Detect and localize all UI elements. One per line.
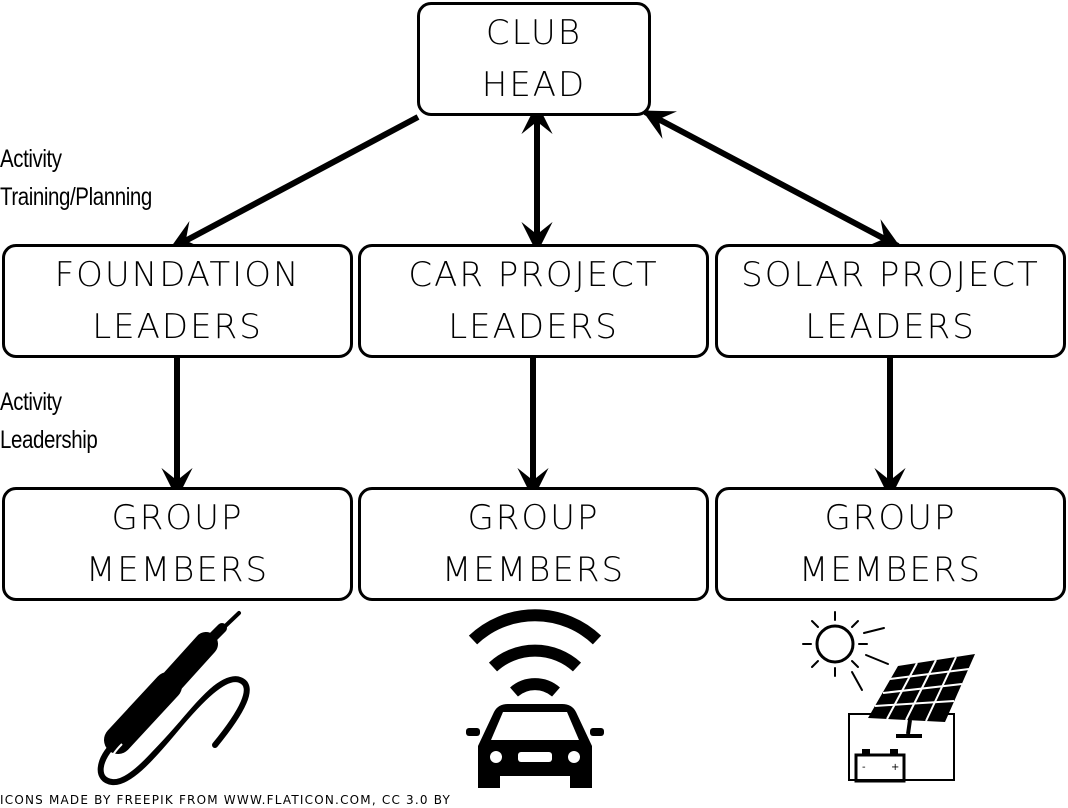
side-label-top-line1: Activity [0, 145, 62, 173]
node-members-solar-line2: MEMBERS [798, 550, 983, 590]
svg-text:+: + [891, 762, 899, 773]
arrow-head-to-foundation [169, 114, 420, 251]
side-label-middle-line2: Leadership [0, 426, 98, 454]
node-members-car-line2: MEMBERS [441, 550, 626, 590]
node-foundation-line1: FOUNDATION [54, 255, 301, 295]
node-car-project-line1: CAR PROJECT [408, 255, 659, 295]
connected-car-icon [466, 609, 604, 788]
node-members-solar-line1: GROUP [824, 498, 957, 538]
node-members-foundation-line2: MEMBERS [85, 550, 270, 590]
node-car-project-leaders: CAR PROJECT LEADERS [358, 244, 709, 358]
node-club-head: CLUB HEAD [417, 2, 651, 116]
side-label-training-planning: Activity Training/Planning [0, 140, 152, 216]
icon-credit: Icons made by Freepik from www.flaticon.… [0, 793, 452, 807]
node-club-head-line1: CLUB [485, 13, 583, 53]
node-group-members-solar: GROUP MEMBERS [715, 487, 1066, 601]
side-label-leadership: Activity Leadership [0, 383, 98, 459]
node-club-head-line2: HEAD [481, 65, 587, 105]
soldering-iron-icon [97, 611, 250, 786]
node-members-foundation-line1: GROUP [111, 498, 244, 538]
node-solar-project-line2: LEADERS [805, 307, 976, 347]
solar-panel-icon: - + [802, 611, 975, 783]
svg-text:-: - [862, 762, 866, 773]
node-group-members-foundation: GROUP MEMBERS [2, 487, 353, 601]
node-members-car-line1: GROUP [467, 498, 600, 538]
side-label-middle-line1: Activity [0, 388, 62, 416]
node-foundation-line2: LEADERS [92, 307, 263, 347]
node-car-project-line2: LEADERS [448, 307, 619, 347]
node-solar-project-line1: SOLAR PROJECT [741, 255, 1040, 295]
node-solar-project-leaders: SOLAR PROJECT LEADERS [715, 244, 1066, 358]
arrow-head-solar-bidirectional [642, 109, 901, 249]
node-group-members-car: GROUP MEMBERS [358, 487, 709, 601]
node-foundation-leaders: FOUNDATION LEADERS [2, 244, 353, 358]
side-label-top-line2: Training/Planning [0, 183, 152, 211]
